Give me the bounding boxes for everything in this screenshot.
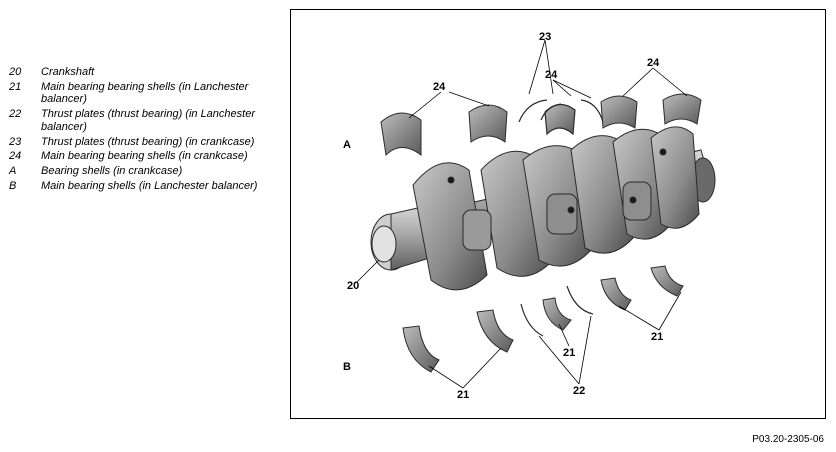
- legend-item-22: 22 Thrust plates (thrust bearing) (in La…: [9, 108, 279, 133]
- upper-bearing-shells: [380, 93, 702, 157]
- label-24-left: 24: [433, 81, 446, 93]
- legend-key: 21: [9, 80, 22, 93]
- legend-item-24: 24 Main bearing bearing shells (in crank…: [9, 150, 279, 163]
- label-21-right: 21: [651, 331, 663, 343]
- label-21-center: 21: [563, 347, 575, 359]
- legend-key: 23: [9, 135, 22, 148]
- legend-text: Bearing shells (in crankcase): [41, 165, 183, 178]
- crankshaft: [370, 126, 716, 291]
- upper-thrust-plates: [518, 99, 604, 136]
- label-22: 22: [573, 385, 585, 397]
- legend: 20 Crankshaft 21 Main bearing bearing sh…: [9, 66, 279, 195]
- legend-item-20: 20 Crankshaft: [9, 66, 279, 79]
- crankshaft-diagram: A B 20 24 23 24 24 21 21 21 22: [343, 31, 716, 401]
- label-20: 20: [347, 280, 359, 292]
- legend-key: 24: [9, 150, 22, 163]
- legend-text: Thrust plates (thrust bearing) (in Lanch…: [41, 108, 255, 133]
- legend-key: 22: [9, 108, 22, 121]
- label-b: B: [343, 361, 351, 373]
- legend-text: Main bearing bearing shells (in Lanchest…: [41, 80, 249, 106]
- legend-text: Crankshaft: [41, 66, 95, 78]
- legend-text: Thrust plates (thrust bearing) (in crank…: [41, 135, 255, 148]
- label-24-center: 24: [545, 69, 558, 81]
- legend-item-b: B Main bearing shells (in Lanchester bal…: [9, 180, 279, 193]
- legend-key: A: [9, 165, 17, 178]
- lower-bearing-shells: [402, 265, 684, 373]
- legend-item-23: 23 Thrust plates (thrust bearing) (in cr…: [9, 136, 279, 149]
- legend-key: B: [9, 179, 17, 192]
- legend-text: Main bearing bearing shells (in crankcas…: [41, 150, 248, 163]
- diagram-frame: A B 20 24 23 24 24 21 21 21 22: [290, 9, 826, 419]
- figure-reference: P03.20-2305-06: [752, 434, 824, 445]
- label-23: 23: [539, 31, 551, 43]
- leader-lines: [356, 39, 688, 389]
- label-a: A: [343, 139, 351, 151]
- label-21-left: 21: [457, 389, 469, 401]
- legend-item-21: 21 Main bearing bearing shells (in Lanch…: [9, 81, 279, 106]
- lower-thrust-plates: [520, 285, 594, 337]
- legend-key: 20: [9, 66, 22, 78]
- legend-item-a: A Bearing shells (in crankcase): [9, 165, 279, 178]
- legend-text: Main bearing shells (in Lanchester balan…: [41, 179, 258, 192]
- label-24-right: 24: [647, 57, 660, 69]
